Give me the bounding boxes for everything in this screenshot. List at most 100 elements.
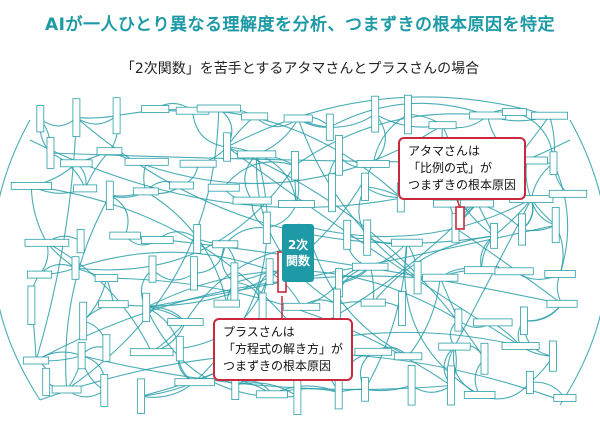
network-node xyxy=(460,199,494,208)
network-node-box xyxy=(480,342,489,375)
network-node-box xyxy=(332,288,341,321)
network-edge xyxy=(372,235,495,303)
network-node xyxy=(241,112,269,121)
network-node-box xyxy=(407,365,416,406)
network-node-box xyxy=(189,256,198,291)
highlight-node-proportion-formula xyxy=(455,206,465,230)
network-edge xyxy=(65,195,111,390)
network-node-box xyxy=(223,132,232,162)
network-node xyxy=(335,134,343,176)
network-node-box xyxy=(553,393,577,402)
network-node-box xyxy=(10,181,52,190)
network-node-box xyxy=(468,111,507,120)
network-node xyxy=(174,378,215,387)
network-node xyxy=(480,342,489,375)
network-node-box xyxy=(438,342,471,351)
network-node-box xyxy=(24,238,70,247)
network-node xyxy=(60,159,93,168)
network-edge xyxy=(255,154,338,305)
network-node xyxy=(73,184,98,193)
network-edge xyxy=(30,185,48,244)
callout-atama-line2: 「比例の式」が xyxy=(408,161,493,175)
network-node xyxy=(237,150,277,159)
network-node-box xyxy=(26,270,53,279)
network-node-box xyxy=(494,267,534,276)
network-edge xyxy=(294,113,488,167)
network-node xyxy=(232,196,272,205)
network-node-box xyxy=(196,104,241,113)
network-node-box xyxy=(141,105,170,113)
network-node-box xyxy=(335,134,343,176)
network-node-box xyxy=(428,121,457,130)
network-node xyxy=(255,390,288,399)
network-node-box xyxy=(490,222,498,249)
network-node-box xyxy=(343,219,352,250)
network-node-box xyxy=(207,183,240,192)
network-node-box xyxy=(27,285,36,325)
network-node xyxy=(360,298,386,307)
network-node xyxy=(518,213,526,246)
network-node xyxy=(27,285,36,325)
subheadline: 「2次関数」を苦手とするアタマさんとプラスさんの場合 xyxy=(120,61,480,77)
network-node xyxy=(371,95,380,133)
network-node-box xyxy=(60,159,93,168)
network-node xyxy=(551,206,560,244)
network-node xyxy=(129,348,174,357)
network-node-box xyxy=(72,98,81,137)
network-node-box xyxy=(124,157,169,166)
network-node xyxy=(77,341,86,370)
network-node-box xyxy=(354,347,393,356)
network-node-box xyxy=(403,94,412,135)
network-node xyxy=(167,318,204,326)
network-node-box xyxy=(328,173,336,213)
network-node-box xyxy=(531,111,569,120)
network-node xyxy=(549,151,558,175)
network-node-box xyxy=(293,377,302,415)
network-node-box xyxy=(230,262,239,303)
network-node xyxy=(42,367,51,396)
network-node xyxy=(76,228,85,254)
network-edge xyxy=(226,115,255,148)
network-node-box xyxy=(241,112,269,121)
network-edge xyxy=(125,235,563,305)
network-node xyxy=(391,238,423,247)
callout-atama: アタマさんは 「比例の式」が つまずきの根本原因 xyxy=(398,137,527,200)
network-edge xyxy=(313,249,409,357)
network-node-box xyxy=(132,187,159,196)
network-node xyxy=(398,291,407,327)
network-node xyxy=(262,211,271,245)
network-node xyxy=(325,113,334,141)
network-node-box xyxy=(546,299,578,308)
network-edge xyxy=(193,244,226,274)
network-node xyxy=(393,352,423,361)
network-node-box xyxy=(363,219,372,256)
network-node-box xyxy=(36,105,45,133)
network-node xyxy=(124,157,169,166)
network-edge xyxy=(223,161,296,189)
network-node-box xyxy=(167,318,204,326)
network-node xyxy=(142,292,151,322)
network-node-box xyxy=(518,213,526,246)
network-node xyxy=(428,121,457,130)
network-node-box xyxy=(179,159,217,168)
network-node xyxy=(96,147,123,156)
network-node xyxy=(520,306,528,336)
network-edge xyxy=(559,119,600,406)
network-node-box xyxy=(137,378,146,414)
network-node-box xyxy=(551,206,560,244)
network-node-box xyxy=(79,301,88,341)
network-node-box xyxy=(361,377,370,402)
network-node-box xyxy=(265,258,274,285)
network-node xyxy=(193,224,202,254)
network-node xyxy=(328,173,336,213)
center-node-line2: 関数 xyxy=(285,254,310,268)
network-node-box xyxy=(447,365,455,406)
network-node xyxy=(549,340,557,372)
network-node xyxy=(501,342,540,350)
network-node-box xyxy=(232,196,272,205)
network-node xyxy=(332,288,341,321)
network-edge xyxy=(76,115,117,119)
network-node xyxy=(531,111,569,120)
network-node-box xyxy=(94,274,119,283)
network-node-box xyxy=(211,240,239,249)
